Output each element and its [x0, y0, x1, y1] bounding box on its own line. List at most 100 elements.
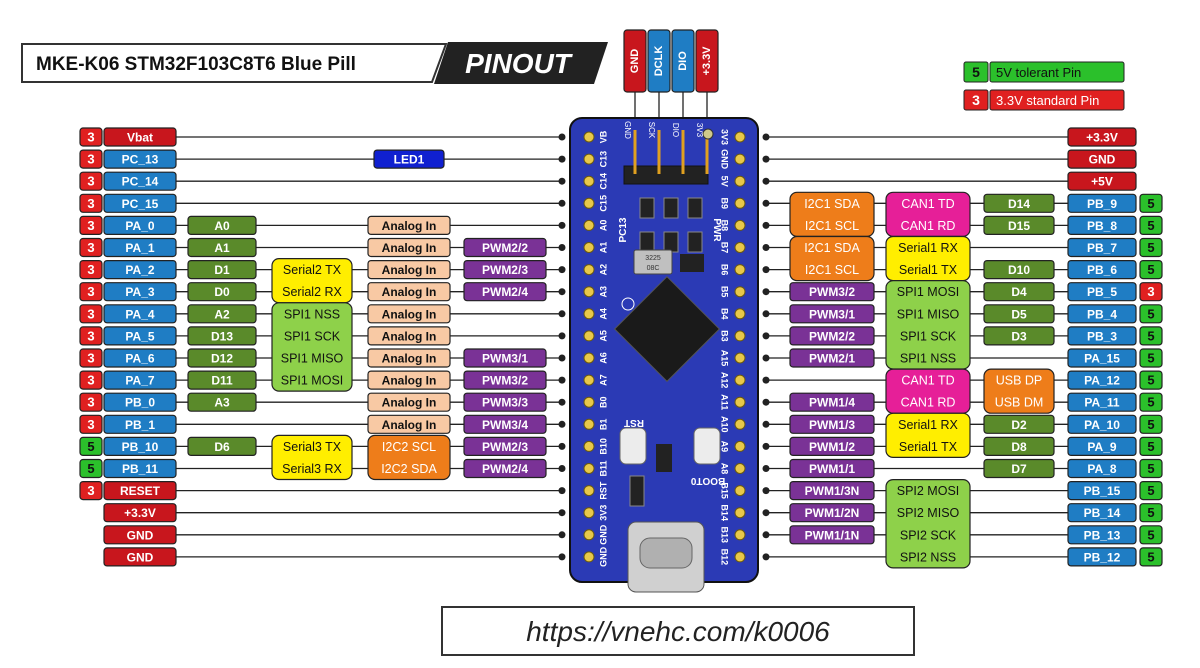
right-pad-8: [734, 308, 746, 320]
left-ard-10-label: D12: [211, 352, 233, 366]
board-left-label-3: C15: [598, 195, 608, 212]
right-pin-0: [1067, 127, 1137, 147]
left-analog-5-label: Analog In: [382, 241, 437, 255]
right-pwm-14: [789, 436, 875, 456]
left-analog-7: [367, 282, 451, 302]
right-line-dot-17: [762, 509, 770, 517]
right-line-dot-19: [762, 553, 770, 561]
right-ard-6-label: D10: [1008, 263, 1030, 277]
right-pin-10: [1067, 348, 1137, 368]
silk-pc13: PC13: [618, 217, 629, 242]
left-ard-6-label: D1: [214, 263, 230, 277]
left-line-dot-19: [558, 553, 566, 561]
right-tol-5: [1139, 237, 1163, 258]
left-tol-10-label: 3: [87, 351, 94, 366]
left-line-dot-18: [558, 531, 566, 539]
left-pwm-6: [463, 260, 547, 280]
left-pad-1: [583, 153, 595, 165]
header: MKE-K06 STM32F103C8T6 Blue Pill PINOUT: [21, 42, 608, 84]
left-pwm-6-label: PWM2/3: [482, 263, 528, 277]
left-ard-12-label: A3: [214, 396, 230, 410]
left-pin-5-label: PA_1: [125, 241, 154, 255]
board-left-label-4: A0: [598, 220, 608, 232]
right-pwm-9-label: PWM2/2: [809, 329, 855, 343]
right-line-dot-0: [762, 133, 770, 141]
left-pad-13: [583, 418, 595, 430]
right-pad-5: [734, 242, 746, 253]
right-pin-labels: +3.3VGND+5V5PB_9D145PB_8D155PB_75PB_6D10…: [789, 127, 1163, 569]
legend-5v-box: [989, 61, 1125, 83]
blue-pill-board: VBC13C14C15A0A1A2A3A4A5A6A7B0B1B10B11RST…: [569, 117, 759, 593]
left-pad-19: [583, 551, 595, 563]
left-tol-10: [79, 348, 103, 368]
silk-pwr: PWR: [711, 218, 722, 242]
right-tol-13-label: 5: [1147, 417, 1154, 432]
left-pin-13: [103, 414, 177, 434]
left-group-3-line-0: I2C2 SCL: [382, 440, 436, 454]
right-group-7-line-1: Serial1 TX: [899, 440, 958, 454]
left-tol-6-label: 3: [87, 262, 94, 277]
left-pad-0: [583, 131, 595, 143]
left-tol-3-label: 3: [87, 196, 94, 211]
board-right-label-19: B12: [720, 549, 730, 566]
right-group-2-line-0: I2C1 SDA: [804, 241, 860, 255]
board-left-label-13: B1: [598, 419, 608, 431]
board-right-label-5: B7: [720, 242, 730, 254]
right-group-6: [983, 368, 1055, 414]
usb-c-port: [639, 537, 693, 569]
left-tol-16: [79, 481, 103, 501]
mcu-chip: [613, 275, 721, 383]
right-line-dot-7: [762, 288, 770, 296]
right-line-dot-3: [762, 199, 770, 207]
board-right-label-7: B5: [720, 286, 730, 298]
left-tol-2: [79, 171, 103, 191]
right-pwm-10-label: PWM2/1: [809, 352, 855, 366]
right-group-8-line-1: SPI2 MISO: [897, 506, 960, 520]
left-pad-18: [583, 529, 595, 541]
right-pin-4: [1067, 215, 1137, 235]
legend-3v-text: 3.3V standard Pin: [996, 93, 1099, 108]
left-analog-8: [367, 304, 451, 324]
left-tol-6: [79, 260, 103, 280]
right-line-dot-8: [762, 310, 770, 318]
right-ard-8-label: D5: [1011, 307, 1027, 321]
left-pwm-7: [463, 282, 547, 302]
left-pwm-7-label: PWM2/4: [482, 285, 528, 299]
left-ard-4: [187, 215, 257, 235]
left-pwm-10: [463, 348, 547, 368]
crystal-text-1: 3225: [645, 255, 661, 262]
right-pin-7-label: PB_5: [1087, 285, 1117, 299]
board-right-label-4: B8: [720, 220, 730, 232]
right-line-dot-2: [762, 177, 770, 185]
right-pad-6: [734, 264, 746, 276]
right-tol-18: [1139, 525, 1163, 545]
board-right-label-0: 3V3: [720, 129, 730, 145]
board-left-label-5: A1: [598, 242, 608, 254]
left-line-dot-16: [558, 487, 566, 495]
left-analog-9-label: Analog In: [382, 329, 437, 343]
left-pin-9: [103, 326, 177, 346]
left-analog-12-label: Analog In: [382, 396, 437, 410]
smd-component-1: [663, 197, 679, 219]
debug-pin-label-0: GND: [629, 49, 641, 74]
smd-component-4: [663, 231, 679, 253]
left-pwm-15: [463, 458, 547, 479]
smd-component-5: [687, 231, 703, 253]
left-analog-11-label: Analog In: [382, 374, 437, 388]
pinout-badge: [434, 42, 608, 84]
url-text[interactable]: https://vnehc.com/k0006: [526, 616, 830, 647]
left-line-dot-17: [558, 509, 566, 517]
board-left-label-16: RST: [598, 481, 608, 500]
right-group-2: [789, 235, 875, 282]
left-pin-12: [103, 392, 177, 412]
right-pin-8: [1067, 304, 1137, 324]
left-line-dot-3: [558, 199, 566, 207]
left-line-dot-11: [558, 376, 566, 384]
left-line-dot-8: [558, 310, 566, 318]
left-ard-11-label: D11: [211, 374, 233, 388]
right-pad-10: [734, 352, 746, 364]
left-pin-9-label: PA_5: [125, 329, 154, 343]
right-pin-3-label: PB_9: [1087, 197, 1117, 211]
legend: 5 5V tolerant Pin 3 3.3V standard Pin: [963, 61, 1125, 111]
